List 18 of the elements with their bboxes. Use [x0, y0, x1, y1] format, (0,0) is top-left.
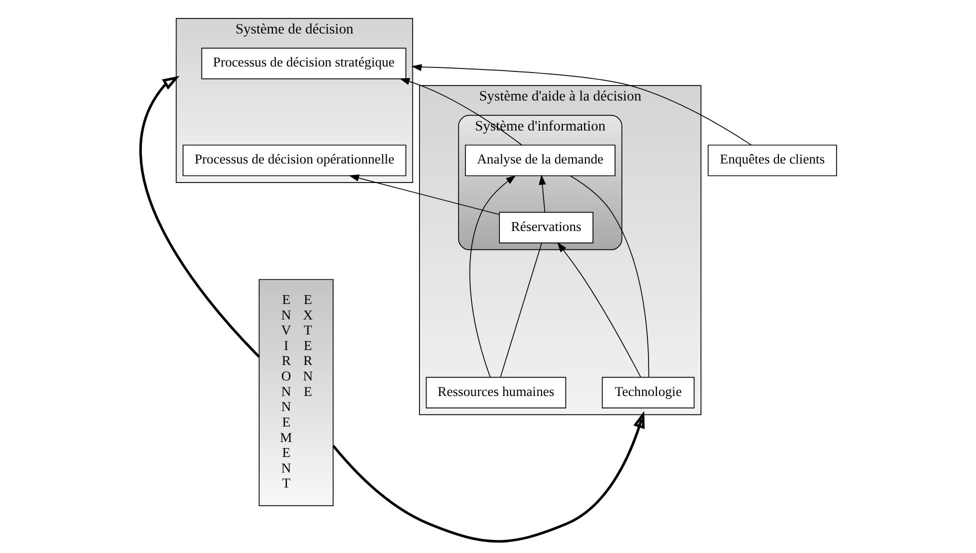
node-box: Réservations	[498, 212, 593, 244]
arrow	[332, 411, 644, 543]
node-box: Processus de décision opérationnelle	[182, 144, 406, 176]
arrow	[348, 174, 500, 215]
node-box: Technologie	[601, 376, 694, 408]
node-box: Analyse de la demande	[464, 144, 615, 176]
arrow	[556, 242, 641, 378]
node-box: Ressources humaines	[425, 376, 566, 408]
connector	[500, 242, 542, 378]
arrow	[410, 64, 752, 146]
node-box: Enquêtes de clients	[707, 144, 837, 176]
arrow	[398, 78, 522, 146]
connector	[569, 175, 649, 378]
node-box: Processus de décision stratégique	[200, 48, 406, 80]
arrow	[538, 174, 546, 213]
arrow	[138, 76, 260, 358]
arrow	[468, 175, 516, 378]
node-box: ENVIRONNEMENT EXTERNE	[258, 279, 334, 506]
